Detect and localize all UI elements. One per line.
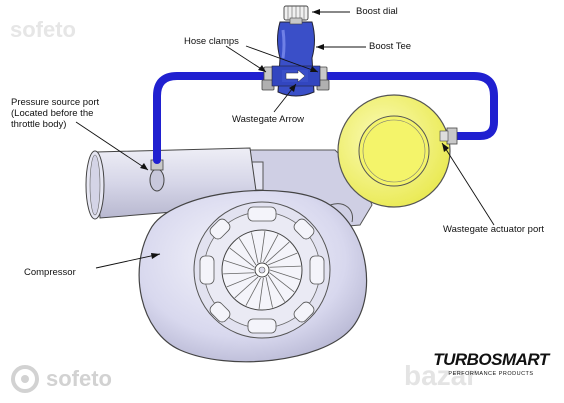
label-hose-clamps: Hose clamps <box>184 36 239 47</box>
leader-lines <box>75 11 495 269</box>
compressor-wheel <box>221 229 303 311</box>
leader-pressure-port <box>75 121 149 171</box>
watermark-top-left: sofeto <box>10 17 76 42</box>
wheel-blade <box>267 252 298 266</box>
watermark-logo-icon <box>11 365 39 393</box>
wheel-blade <box>267 274 286 302</box>
label-compressor: Compressor <box>24 267 76 278</box>
boost-tee <box>271 21 321 97</box>
wheel-blade <box>251 232 259 264</box>
wastegate-actuator <box>337 94 451 208</box>
wheel-blade <box>234 276 259 299</box>
leader-clamp-left <box>225 45 267 73</box>
wheel-blade <box>269 269 300 281</box>
label-boost-tee: Boost Tee <box>369 41 412 52</box>
wheel-blade <box>238 238 257 266</box>
wheel-blade <box>224 259 255 271</box>
housing-slots <box>199 206 325 334</box>
wheel-blade <box>226 274 257 288</box>
wheel-blade <box>269 272 295 293</box>
wheel-blade <box>269 265 301 268</box>
wheel-blade <box>265 241 290 264</box>
wheel-blade <box>260 231 266 263</box>
actuator-port-fitting <box>439 127 458 145</box>
label-wastegate-actuator-port: Wastegate actuator port <box>443 224 545 235</box>
wheel-blade <box>263 234 279 263</box>
leader-clamp-right <box>245 45 319 73</box>
turbosmart-logo: TURBOSMART PERFORMANCE PRODUCTS <box>433 347 549 381</box>
leader-actuator-port <box>441 142 495 226</box>
leader-compressor <box>95 253 161 269</box>
watermark-bottom-left: sofeto <box>46 366 112 391</box>
watermark-bottom-right: bazar <box>404 360 478 391</box>
label-boost-dial: Boost dial <box>356 6 398 17</box>
vacuum-hose <box>153 72 498 164</box>
label-pressure-source-port: Pressure source port (Located before the… <box>11 97 100 130</box>
wheel-blade <box>245 277 261 306</box>
wheel-blade <box>229 247 255 268</box>
label-wastegate-arrow: Wastegate Arrow <box>232 114 304 125</box>
pressure-source-port <box>149 159 165 192</box>
wheel-blade <box>258 277 264 309</box>
wheel-blade <box>265 276 273 308</box>
boost-dial <box>283 5 309 25</box>
leader-arrowheads <box>140 9 449 259</box>
brand-tagline: PERFORMANCE PRODUCTS <box>448 371 534 377</box>
wastegate-arrow-icon <box>282 69 308 83</box>
wheel-blade <box>223 272 255 275</box>
brand-name: TURBOSMART <box>433 350 549 369</box>
